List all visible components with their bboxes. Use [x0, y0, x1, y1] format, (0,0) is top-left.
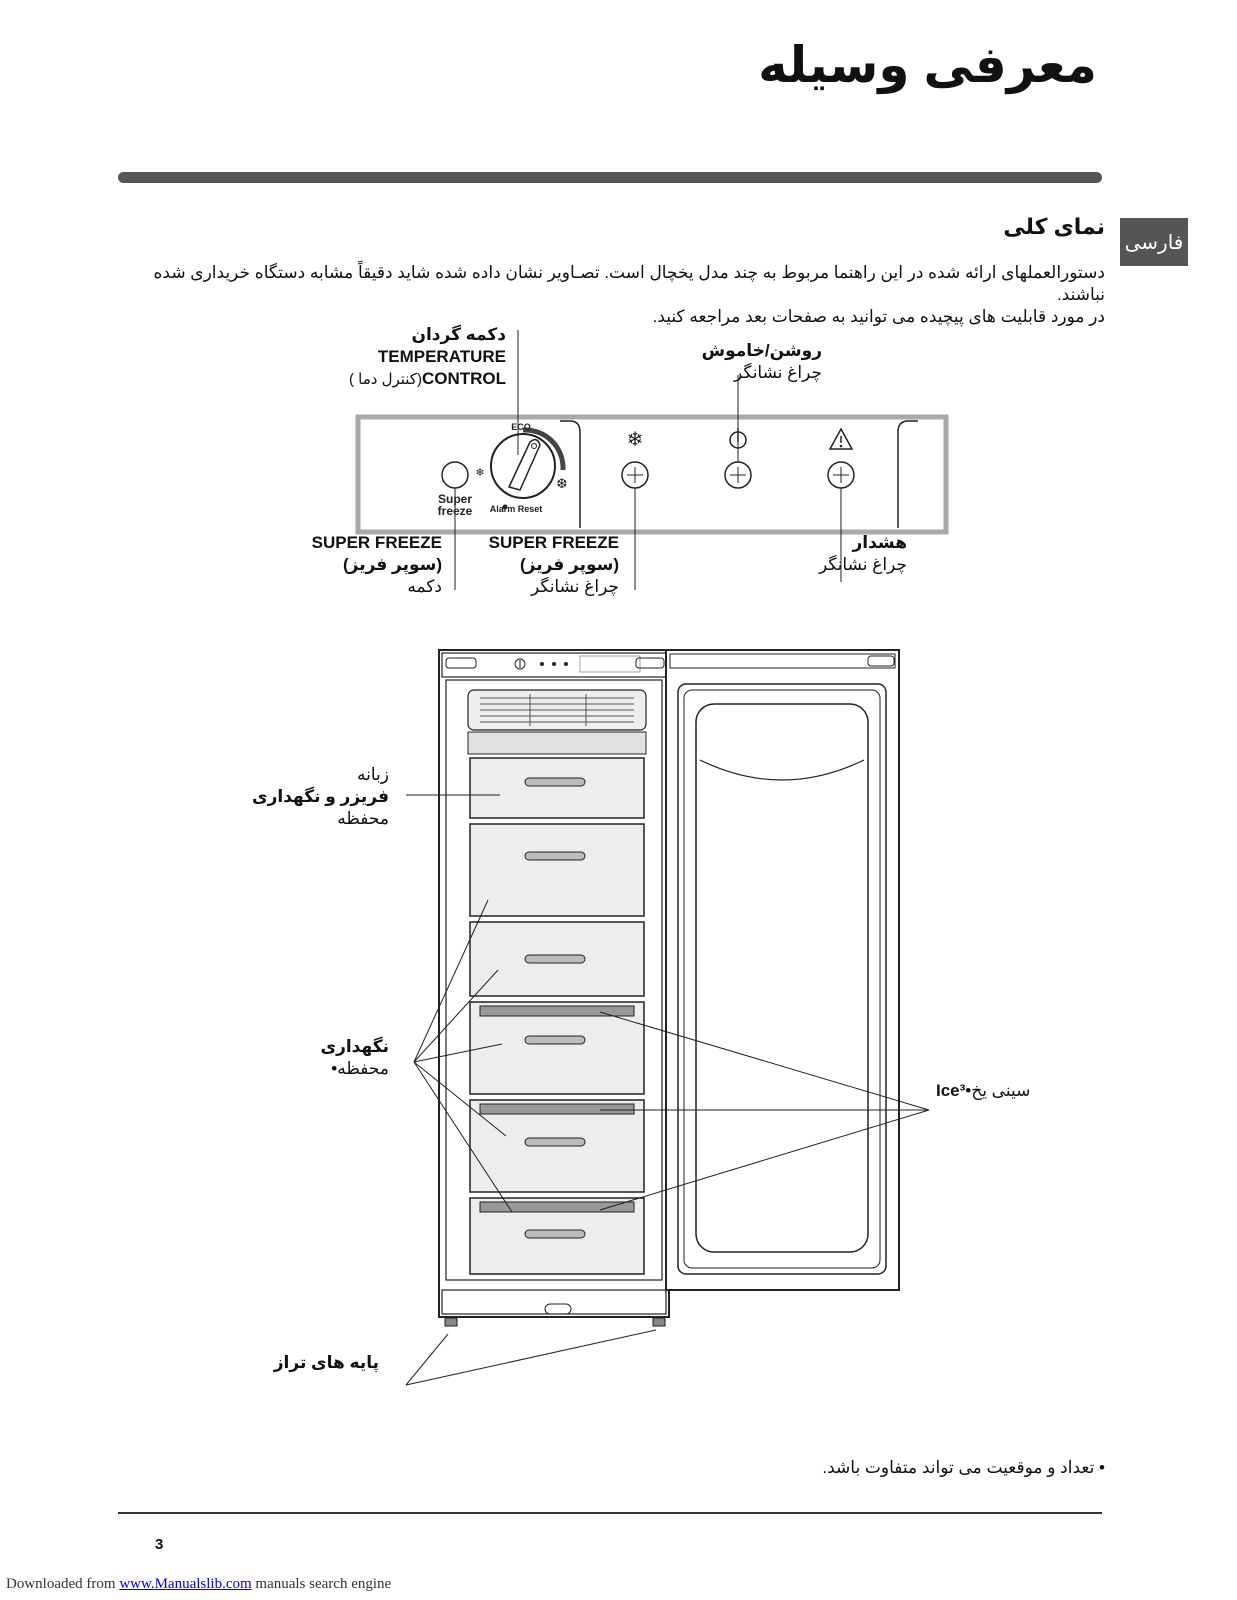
leveling-foot — [652, 1317, 666, 1327]
temp-label-line3: ( کنترل دما)CONTROL — [349, 368, 506, 391]
drawer-1[interactable] — [469, 757, 645, 819]
download-footer: Downloaded from www.Manualslib.com manua… — [6, 1576, 391, 1593]
temp-label-line2: TEMPERATURE — [377, 347, 506, 366]
leveling-foot — [444, 1317, 458, 1327]
on-off-light-label: روشن/خاموش چراغ نشانگر — [702, 340, 822, 384]
storage-label-line2: محفظه• — [331, 1059, 389, 1078]
drawer-handle[interactable] — [524, 954, 586, 964]
eco-text: ECO — [511, 422, 531, 432]
freezer-cabinet — [438, 649, 670, 1327]
storage-compartment-label: نگهداری محفظه• — [320, 1036, 389, 1080]
large-snowflake-icon: ❆ — [557, 476, 568, 491]
ice-label-rest: سینی یخ• — [965, 1081, 1031, 1100]
manualslib-link[interactable]: www.Manualslib.com — [119, 1576, 252, 1592]
flap-label-line2: فریزر و نگهداری — [252, 787, 389, 806]
warning-icon — [828, 427, 854, 450]
header-divider — [118, 172, 1102, 183]
page-title: معرفی وسیله — [758, 37, 1097, 93]
ice-tray[interactable] — [479, 1005, 635, 1017]
page-number: 3 — [155, 1536, 164, 1553]
footnote: • تعداد و موقعیت می تواند متفاوت باشد. — [822, 1458, 1105, 1477]
small-snowflake-icon: ❄ — [475, 467, 484, 479]
drawer-handle[interactable] — [524, 1035, 586, 1045]
sf-light-line1: SUPER FREEZE — [488, 533, 619, 552]
ice-tray[interactable] — [479, 1103, 635, 1115]
storage-label-line1: نگهداری — [320, 1037, 389, 1056]
flap-label-line1: زبانه — [357, 765, 389, 784]
alarm-reset-text: Alarm Reset — [490, 504, 543, 514]
alarm-reset-dot[interactable] — [502, 504, 508, 510]
download-prefix: Downloaded from — [6, 1576, 120, 1592]
temp-label-rest: ( کنترل دما) — [348, 371, 422, 388]
ice-tray[interactable] — [479, 1201, 635, 1213]
super-freeze-light-label: SUPER FREEZE (سوپر فریز) چراغ نشانگر — [489, 532, 619, 598]
sf-button-line3: دکمه — [407, 577, 442, 596]
ice-label-bold: Ice³ — [936, 1081, 966, 1100]
onoff-label-line1: روشن/خاموش — [701, 341, 822, 360]
leveling-feet-label: پایه های تراز — [273, 1353, 379, 1372]
sf-button-line2: (سوپر فریز) — [342, 555, 442, 574]
intro-text: دستورالعملهای ارائه شده در این راهنما مر… — [145, 262, 1105, 328]
control-panel: ECO Super freeze Alarm Reset ❄ ❆ ❄ — [355, 330, 949, 590]
ice-tray-label: Ice³سینی یخ• — [936, 1080, 1030, 1102]
sf-light-line3: چراغ نشانگر — [530, 577, 619, 596]
temp-label-line1: دکمه گردان — [411, 325, 506, 344]
sf-button-line1: SUPER FREEZE — [311, 533, 442, 552]
drawer-handle[interactable] — [524, 851, 586, 861]
drawer-handle[interactable] — [524, 1229, 586, 1239]
drawer-4[interactable] — [469, 1001, 645, 1095]
drawer-2[interactable] — [469, 823, 645, 917]
freezer-door[interactable] — [665, 649, 900, 1291]
sf-light-line2: (سوپر فریز) — [519, 555, 619, 574]
language-tab[interactable]: فارسی — [1120, 218, 1188, 266]
snowflake-icon: ❄ — [627, 429, 644, 451]
drawer-handle[interactable] — [524, 1137, 586, 1147]
temperature-control-label: دکمه گردان TEMPERATURE ( کنترل دما)CONTR… — [349, 324, 506, 391]
section-title: نمای کلی — [1003, 214, 1105, 239]
intro-line-2: در مورد قابلیت های پیچیده می توانید به ص… — [652, 307, 1105, 326]
intro-line-1: دستورالعملهای ارائه شده در این راهنما مر… — [153, 263, 1105, 304]
freezer-flap-label: زبانه فریزر و نگهداری محفظه — [252, 764, 389, 830]
footer-divider — [118, 1512, 1102, 1514]
download-suffix: manuals search engine — [251, 1576, 392, 1592]
temperature-dial[interactable] — [490, 427, 566, 499]
alarm-label-line1: هشدار — [852, 533, 907, 552]
drawer-handle[interactable] — [524, 777, 586, 787]
onoff-label-line2: چراغ نشانگر — [733, 363, 822, 382]
flap-label-line3: محفظه — [337, 809, 389, 828]
super-freeze-button-label: SUPER FREEZE (سوپر فریز) دکمه — [312, 532, 442, 598]
temp-label-control: CONTROL — [421, 369, 506, 388]
